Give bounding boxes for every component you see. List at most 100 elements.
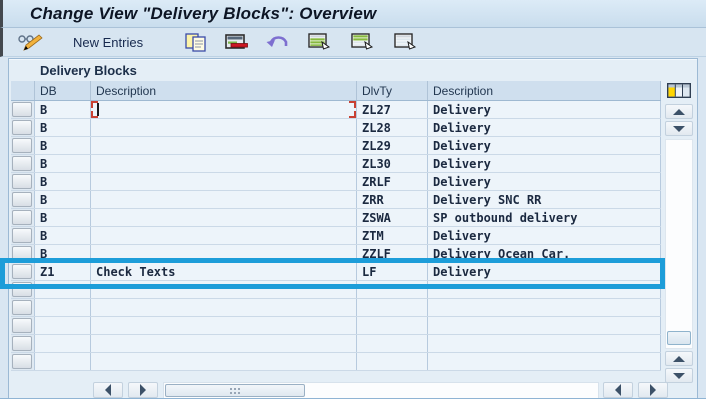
cell-db[interactable]: B [35,245,91,262]
cell-description[interactable] [91,119,357,136]
cell-dlvty-description[interactable] [428,299,661,316]
cell-db[interactable] [35,299,91,316]
cell-dlvty[interactable]: ZZLF [357,245,428,262]
row-selector-button[interactable] [12,336,32,351]
cell-dlvty-description[interactable]: Delivery [428,101,661,118]
cell-db[interactable] [35,317,91,334]
cell-description[interactable] [91,137,357,154]
cell-description[interactable] [91,317,357,334]
display-change-button[interactable] [15,30,45,54]
cell-db[interactable] [35,335,91,352]
cell-description[interactable] [91,101,357,118]
cell-dlvty-description[interactable] [428,353,661,370]
cell-db[interactable]: Z1 [35,263,91,280]
deselect-all-button[interactable] [392,30,419,54]
cell-db[interactable]: B [35,191,91,208]
select-all-corner[interactable] [11,81,35,100]
cell-description[interactable] [91,155,357,172]
cell-dlvty[interactable]: ZTM [357,227,428,244]
cell-dlvty-description[interactable]: SP outbound delivery [428,209,661,226]
row-selector-button[interactable] [12,138,32,153]
cell-dlvty[interactable]: ZSWA [357,209,428,226]
cell-description[interactable] [91,191,357,208]
horizontal-scroll-track[interactable] [163,382,599,398]
cell-dlvty-description[interactable]: Delivery Ocean Car. [428,245,661,262]
cell-dlvty-description[interactable]: Delivery [428,227,661,244]
cell-description[interactable] [91,299,357,316]
row-selector-button[interactable] [12,246,32,261]
column-header-description[interactable]: Description [91,81,357,100]
column-header-db[interactable]: DB [35,81,91,100]
scroll-up-bottom-button[interactable] [665,351,693,366]
cell-db[interactable]: B [35,227,91,244]
scroll-left-button[interactable] [93,382,123,398]
row-selector-button[interactable] [12,300,32,315]
cell-description[interactable]: Check Texts [91,263,357,280]
row-selector-button[interactable] [12,174,32,189]
scroll-up-button[interactable] [665,104,693,119]
row-selector-button[interactable] [12,354,32,369]
cell-dlvty[interactable]: ZL30 [357,155,428,172]
row-selector-button[interactable] [12,192,32,207]
cell-dlvty-description[interactable] [428,281,661,298]
column-scroll-left-button[interactable] [603,382,633,398]
cell-dlvty[interactable]: ZL29 [357,137,428,154]
horizontal-scroll-thumb[interactable] [165,384,305,397]
vertical-scroll-thumb[interactable] [667,331,691,345]
cell-dlvty[interactable] [357,299,428,316]
cell-dlvty[interactable]: ZRLF [357,173,428,190]
cell-dlvty-description[interactable]: Delivery [428,155,661,172]
cell-db[interactable]: B [35,209,91,226]
row-selector-button[interactable] [12,228,32,243]
column-header-dlvty[interactable]: DlvTy [357,81,428,100]
new-entries-button[interactable]: New Entries [71,30,145,54]
table-configuration-button[interactable] [666,82,692,100]
row-selector-button[interactable] [12,318,32,333]
row-selector-button[interactable] [12,102,32,117]
cell-dlvty[interactable] [357,281,428,298]
cell-dlvty-description[interactable] [428,335,661,352]
column-scroll-right-button[interactable] [638,382,668,398]
cell-dlvty-description[interactable]: Delivery SNC RR [428,191,661,208]
row-selector-button[interactable] [12,210,32,225]
cell-dlvty-description[interactable]: Delivery [428,137,661,154]
scroll-down-bottom-button[interactable] [665,368,693,383]
cell-dlvty-description[interactable]: Delivery [428,173,661,190]
select-all-button[interactable] [306,30,333,54]
scroll-down-button[interactable] [665,121,693,136]
cell-dlvty-description[interactable]: Delivery [428,263,661,280]
cell-db[interactable]: B [35,173,91,190]
cell-db[interactable]: B [35,101,91,118]
cell-description[interactable] [91,353,357,370]
vertical-scroll-track[interactable] [665,139,693,349]
cell-dlvty[interactable] [357,335,428,352]
cell-description[interactable] [91,227,357,244]
cell-db[interactable]: B [35,119,91,136]
cell-db[interactable] [35,353,91,370]
cell-description[interactable] [91,281,357,298]
row-selector-button[interactable] [12,282,32,297]
cell-dlvty[interactable] [357,353,428,370]
cell-description[interactable] [91,245,357,262]
cell-dlvty[interactable] [357,317,428,334]
cell-db[interactable]: B [35,137,91,154]
column-header-dlvty-description[interactable]: Description [428,81,661,100]
copy-as-button[interactable] [183,30,209,54]
cell-dlvty[interactable]: ZRR [357,191,428,208]
cell-dlvty-description[interactable]: Delivery [428,119,661,136]
cell-description[interactable] [91,209,357,226]
row-selector-button[interactable] [12,264,32,279]
select-block-button[interactable] [349,30,376,54]
undo-button[interactable] [264,30,292,54]
cell-description[interactable] [91,335,357,352]
cell-db[interactable]: B [35,155,91,172]
delete-button[interactable] [223,30,250,54]
cell-description[interactable] [91,173,357,190]
cell-dlvty-description[interactable] [428,317,661,334]
cell-dlvty[interactable]: LF [357,263,428,280]
cell-dlvty[interactable]: ZL28 [357,119,428,136]
row-selector-button[interactable] [12,120,32,135]
row-selector-button[interactable] [12,156,32,171]
cell-dlvty[interactable]: ZL27 [357,101,428,118]
scroll-right-button[interactable] [128,382,158,398]
